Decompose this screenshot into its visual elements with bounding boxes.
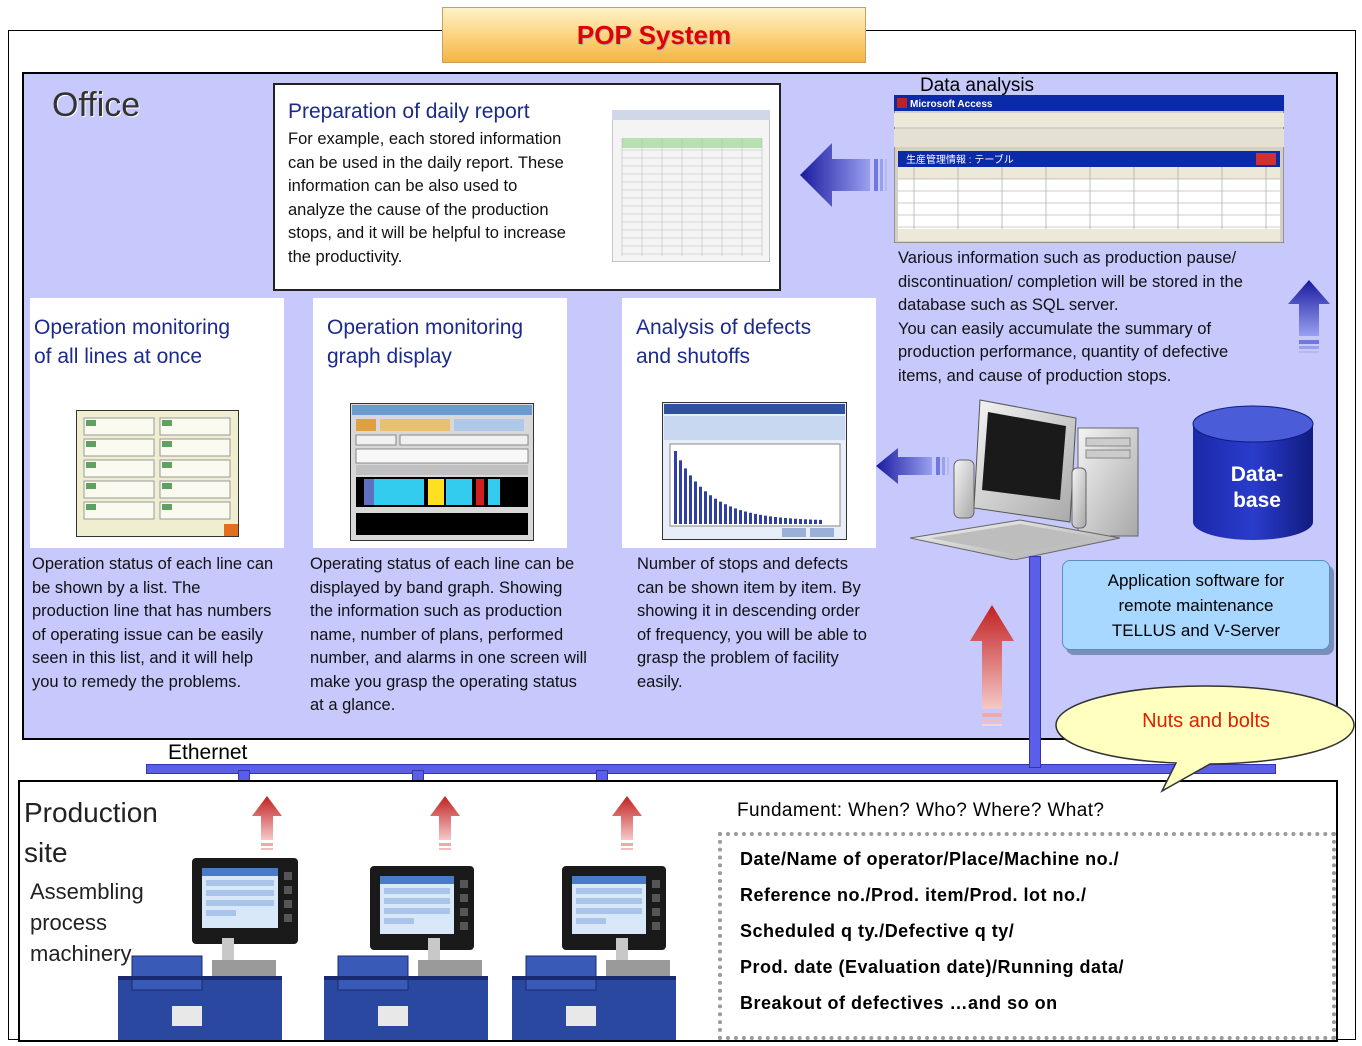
label-line: Data-: [1230, 463, 1284, 486]
touch-panel-icon: [192, 858, 298, 944]
text-line: showing it in descending order: [637, 602, 860, 620]
machinery-label: Assembling process machinery: [30, 876, 144, 969]
text-line: of operating issue can be easily: [32, 625, 264, 644]
panel-all-lines-heading: Operation monitoring of all lines at onc…: [34, 313, 230, 371]
text-line: Various information such as production p…: [898, 249, 1237, 267]
text-line: the information such as production: [310, 602, 563, 620]
pareto-screenshot: [662, 402, 847, 540]
text-line: at a glance.: [310, 696, 396, 714]
text-line: Operating status of each line can be: [310, 555, 575, 573]
arrow-up-icon: [612, 796, 642, 850]
panel-defects-heading: Analysis of defects and shutoffs: [636, 313, 811, 371]
heading-line: graph display: [327, 345, 452, 368]
app-software-box: Application software for remote maintena…: [1062, 560, 1330, 650]
text-line: stops, and it will be helpful to increas…: [288, 224, 566, 242]
text-line: seen in this list, and it will help: [32, 649, 254, 667]
speech-bubble: [1055, 685, 1355, 793]
production-site-label: Production site: [24, 793, 158, 873]
text-line: analyze the cause of the production: [288, 200, 549, 219]
database-cylinder-icon: [1192, 405, 1314, 540]
fundament-label: Fundament: When? Who? Where? What?: [737, 800, 1105, 821]
band-graph-screenshot: [350, 403, 534, 541]
field-line: Prod. date (Evaluation date)/Running dat…: [740, 957, 1125, 977]
text-line: name, number of plans, performed: [310, 625, 564, 644]
line-list-screenshot: [76, 410, 239, 537]
text-line: production line that has numbers: [32, 602, 272, 620]
text-line: number, and alarms in one screen will: [310, 649, 587, 667]
daily-report-body: For example, each stored information can…: [288, 128, 618, 269]
ethernet-label: Ethernet: [168, 741, 248, 764]
text-line: database such as SQL server.: [898, 296, 1119, 314]
text-line: discontinuation/ completion will be stor…: [898, 272, 1243, 291]
label-line: machinery: [30, 941, 132, 966]
arrow-left-icon: [876, 448, 949, 484]
label-line: Assembling: [30, 879, 144, 904]
server-link: [1029, 556, 1041, 768]
text-line: be shown by a list. The: [32, 578, 201, 597]
arrow-up-icon: [970, 605, 1014, 726]
label-line: process: [30, 910, 108, 935]
arrow-up-icon: [252, 796, 282, 850]
title-text: POP System: [576, 19, 732, 50]
text-line: make you grasp the operating status: [310, 672, 577, 691]
label-line: TELLUS and V-Server: [1111, 621, 1281, 640]
data-analysis-body: Various information such as production p…: [898, 247, 1298, 388]
label-line: Application software for: [1107, 571, 1285, 590]
text-line: grasp the problem of facility: [637, 649, 839, 667]
touch-panel-icon: [370, 866, 474, 950]
arrow-up-icon: [430, 796, 460, 850]
desktop-computer-icon: [910, 399, 1139, 560]
heading-line: Analysis of defects: [636, 316, 812, 339]
panel-defects-body: Number of stops and defects can be shown…: [637, 553, 907, 694]
field-line: Date/Name of operator/Place/Machine no./: [740, 849, 1120, 869]
office-label: Office: [52, 86, 141, 124]
fundament-fields: Date/Name of operator/Place/Machine no./…: [740, 849, 1124, 1029]
label-line: base: [1233, 489, 1281, 512]
daily-report-heading: Preparation of daily report: [288, 100, 530, 123]
label-line: remote maintenance: [1118, 596, 1274, 615]
ethernet-bus: [146, 764, 1276, 774]
text-line: Operation status of each line can: [32, 555, 274, 573]
heading-line: and shutoffs: [636, 345, 751, 368]
spreadsheet-thumbnail: [612, 110, 770, 262]
text-line: information can be also used to: [288, 177, 518, 195]
field-line: Breakout of defectives …and so on: [740, 993, 1058, 1013]
text-line: items, and cause of production stops.: [898, 366, 1172, 385]
text-line: For example, each stored information: [288, 130, 562, 148]
label-line: Production: [24, 797, 158, 828]
text-line: You can easily accumulate the summary of: [898, 319, 1212, 338]
touch-panel-icon: [562, 866, 666, 950]
access-window-screenshot: Microsoft Access 生産管理情報 : テーブル: [894, 95, 1284, 243]
access-table-title: 生産管理情報 : テーブル: [906, 153, 1014, 166]
text-line: the productivity.: [288, 247, 403, 266]
molding-machine-icon: [118, 938, 282, 1040]
text-line: displayed by band graph. Showing: [310, 578, 563, 597]
arrow-up-icon: [1288, 280, 1330, 353]
database-label: Data- base: [1212, 462, 1302, 514]
text-line: Number of stops and defects: [637, 555, 848, 573]
heading-line: Operation monitoring: [34, 316, 231, 339]
molding-machine-icon: [324, 938, 488, 1040]
panel-all-lines-body: Operation status of each line can be sho…: [32, 553, 314, 694]
label-line: site: [24, 837, 68, 868]
fundament-fields-box: [718, 832, 1336, 1040]
text-line: of frequency, you will be able to: [637, 625, 867, 644]
panel-graph-display-body: Operating status of each line can be dis…: [310, 553, 630, 718]
speech-bubble-text: Nuts and bolts: [1142, 710, 1270, 732]
text-line: easily.: [637, 672, 683, 691]
molding-machine-icon: [512, 938, 676, 1040]
diagram-title: POP System: [442, 7, 866, 63]
field-line: Scheduled q ty./Defective q ty/: [740, 921, 1015, 941]
heading-line: Operation monitoring: [327, 316, 524, 339]
text-line: can be used in the daily report. These: [288, 153, 564, 172]
text-line: can be shown item by item. By: [637, 578, 861, 597]
heading-line: of all lines at once: [34, 345, 203, 368]
text-line: production performance, quantity of defe…: [898, 343, 1229, 361]
access-window-title: Microsoft Access: [910, 99, 993, 110]
data-analysis-label: Data analysis: [920, 75, 1035, 96]
arrow-left-icon: [800, 143, 887, 207]
field-line: Reference no./Prod. item/Prod. lot no./: [740, 885, 1087, 905]
text-line: you to remedy the problems.: [32, 672, 242, 691]
panel-graph-display-heading: Operation monitoring graph display: [327, 313, 523, 371]
